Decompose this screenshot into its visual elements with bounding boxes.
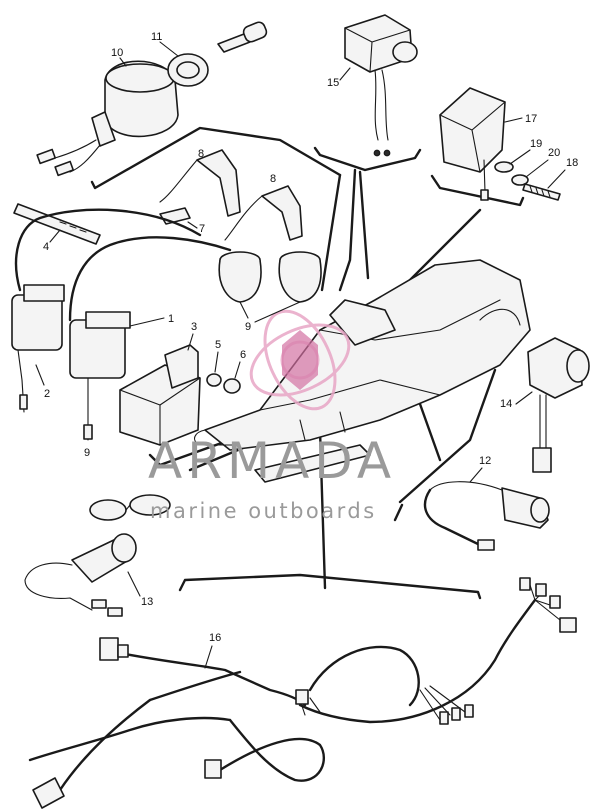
washer-5-part (206, 373, 222, 387)
sensor-part (423, 481, 550, 551)
callout-10: 10 (111, 47, 123, 59)
callout-3: 3 (191, 321, 197, 333)
wire-harness-part (28, 577, 577, 809)
callout-7: 7 (199, 223, 205, 235)
washer-20-part (511, 174, 529, 186)
high-tension-leads (14, 208, 232, 322)
callout-9: 9 (245, 321, 251, 333)
watermark-logo-icon (249, 309, 351, 411)
group-leader-lines (90, 126, 525, 600)
callout-8: 8 (198, 148, 204, 160)
callout-labels: 1 2 3 4 5 6 7 8 8 9 9 10 11 12 13 14 15 … (35, 31, 578, 669)
boot-left-part (218, 251, 262, 303)
watermark-subtitle: marine outboards (150, 499, 377, 523)
bolt-part (522, 183, 561, 201)
callout-20: 20 (548, 147, 560, 159)
callout-5: 5 (215, 339, 221, 351)
ignition-coil-right-part (69, 311, 131, 441)
callout-6: 6 (240, 349, 246, 361)
callout-18: 18 (566, 157, 578, 169)
callout-12: 12 (479, 455, 491, 467)
plug-cap-upper-part (159, 149, 241, 217)
ignition-switch-part (36, 60, 179, 177)
boot-right-part (278, 251, 322, 303)
relay-part (344, 14, 418, 157)
snowmobile-body (194, 259, 531, 483)
key-part (217, 21, 268, 53)
cdi-unit-part (119, 344, 201, 446)
ignition-coil-left-part (11, 284, 65, 413)
callout-9b: 9 (84, 447, 90, 459)
washer-19-part (494, 161, 514, 173)
watermark-title: ARMADA (148, 432, 396, 490)
callout-15: 15 (327, 77, 339, 89)
regulator-part (439, 87, 506, 201)
nut-6-part (223, 378, 241, 394)
callout-19: 19 (530, 138, 542, 150)
callout-2: 2 (44, 388, 50, 400)
callout-13: 13 (141, 596, 153, 608)
callout-14: 14 (500, 398, 512, 410)
handlebar-switch-part (527, 337, 590, 473)
callout-17: 17 (525, 113, 537, 125)
callout-16: 16 (209, 632, 221, 644)
callout-11: 11 (151, 31, 162, 43)
callout-1: 1 (168, 313, 174, 325)
callout-8b: 8 (270, 173, 276, 185)
callout-4: 4 (43, 241, 49, 253)
switch-cap-part (167, 53, 209, 87)
mounting-stay-part (13, 203, 101, 245)
stop-switch-part (24, 494, 171, 617)
plug-cap-lower-part (224, 185, 303, 241)
